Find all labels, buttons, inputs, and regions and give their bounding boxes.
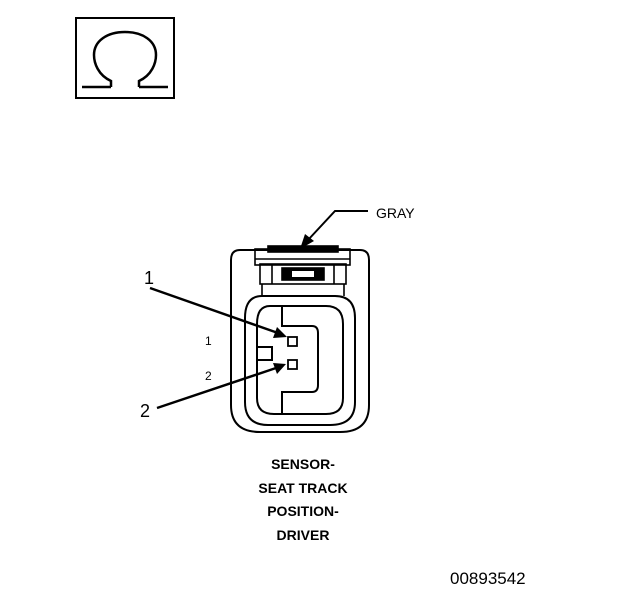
- terminal-cavity: [244, 295, 356, 426]
- ohm-symbol-box: [75, 17, 175, 99]
- terminal-key: [257, 306, 319, 414]
- callout-1-label: 1: [144, 268, 155, 288]
- pin-2-label: 2: [205, 369, 212, 383]
- connector-name-line: SENSOR-: [271, 456, 335, 472]
- connector-name-line: DRIVER: [276, 526, 330, 543]
- wire-color-leader: [300, 210, 368, 249]
- connector-name-line: POSITION-: [267, 503, 339, 519]
- pin-1-label: 1: [205, 334, 212, 348]
- connector-name: SENSOR- SEAT TRACK POSITION- DRIVER: [230, 453, 376, 547]
- connector-latch: [254, 245, 351, 296]
- connector-name-line: SEAT TRACK: [258, 479, 348, 496]
- figure-id: 00893542: [450, 569, 526, 588]
- callout-2-label: 2: [140, 401, 151, 421]
- callout-2-leader: [156, 363, 286, 410]
- callout-1-leader: [149, 286, 287, 338]
- pin-2-cavity: [287, 359, 298, 370]
- connector-housing: [230, 249, 370, 433]
- ohm-icon: [82, 30, 168, 89]
- wire-color-label: GRAY: [376, 205, 415, 221]
- pin-1-cavity: [287, 336, 298, 347]
